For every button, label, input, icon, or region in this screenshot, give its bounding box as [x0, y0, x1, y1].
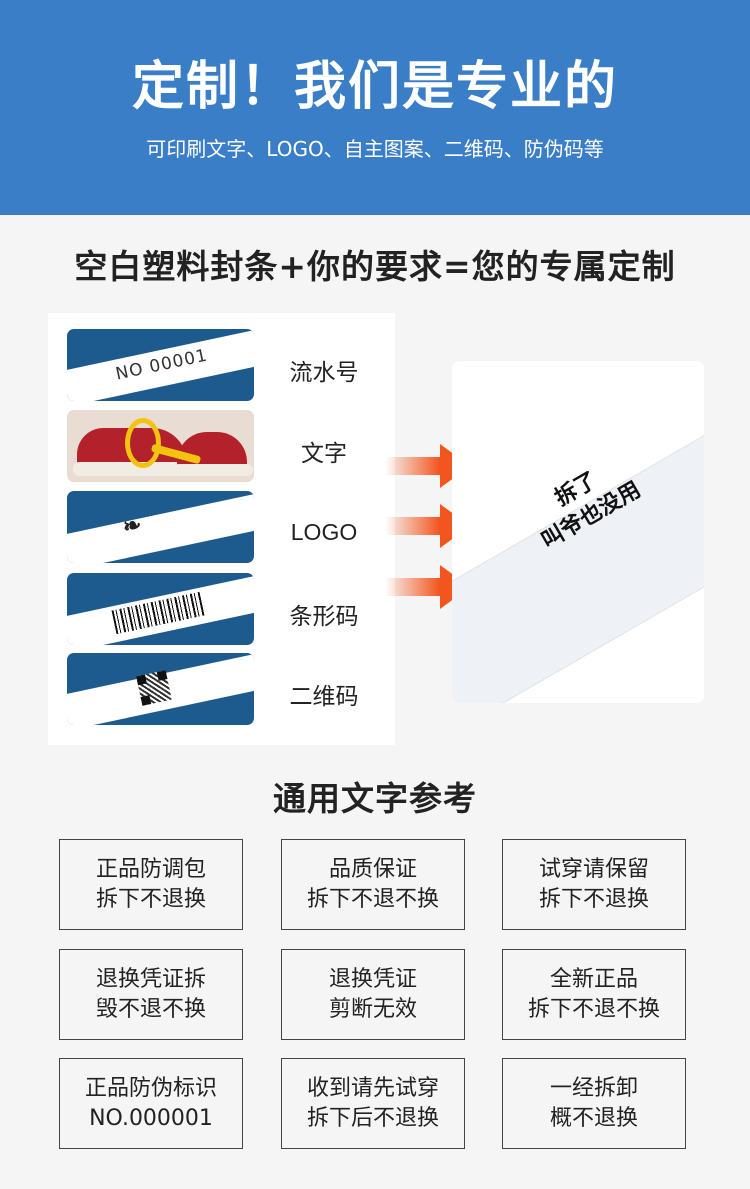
- qr-code-icon: [136, 670, 172, 706]
- barcode-sample: [67, 573, 254, 645]
- page-subtitle: 可印刷文字、LOGO、自主图案、二维码、防伪码等: [146, 137, 604, 161]
- reference-card: 试穿请保留拆下不退换: [502, 839, 686, 930]
- option-label-qrcode: 二维码: [289, 684, 359, 710]
- qr-code-sample: [67, 653, 254, 725]
- formula-heading: 空白塑料封条+你的要求=您的专属定制: [74, 247, 676, 286]
- logo-sample: ❧: [67, 491, 254, 563]
- reference-card: 退换凭证拆毁不退不换: [59, 949, 243, 1040]
- shoe-tag-sample: [67, 410, 254, 482]
- header-banner: 定制！我们是专业的 可印刷文字、LOGO、自主图案、二维码、防伪码等: [0, 0, 750, 215]
- options-panel: NO 00001 流水号 文字 ❧ LOGO 条形码 二维码: [48, 313, 395, 745]
- option-label-text: 文字: [301, 441, 347, 467]
- tag-ring-icon: [125, 418, 161, 468]
- reference-card: 正品防调包拆下不退换: [59, 839, 243, 930]
- reference-card: 退换凭证剪断无效: [281, 949, 465, 1040]
- serial-number-sample: NO 00001: [67, 329, 254, 401]
- option-label-barcode: 条形码: [289, 604, 359, 630]
- seal-strip: [452, 419, 704, 703]
- logo-icon: ❧: [120, 511, 144, 541]
- reference-card: 一经拆卸概不退换: [502, 1058, 686, 1149]
- option-label-logo: LOGO: [290, 519, 358, 545]
- reference-title: 通用文字参考: [273, 779, 477, 818]
- option-label-serial: 流水号: [289, 360, 359, 386]
- reference-card: 全新正品拆下不退不换: [502, 949, 686, 1040]
- reference-card: 收到请先试穿拆下后不退换: [281, 1058, 465, 1149]
- reference-card: 品质保证拆下不退不换: [281, 839, 465, 930]
- page-title: 定制！我们是专业的: [131, 57, 618, 117]
- custom-seal-preview: 拆了 叫爷也没用: [452, 361, 704, 703]
